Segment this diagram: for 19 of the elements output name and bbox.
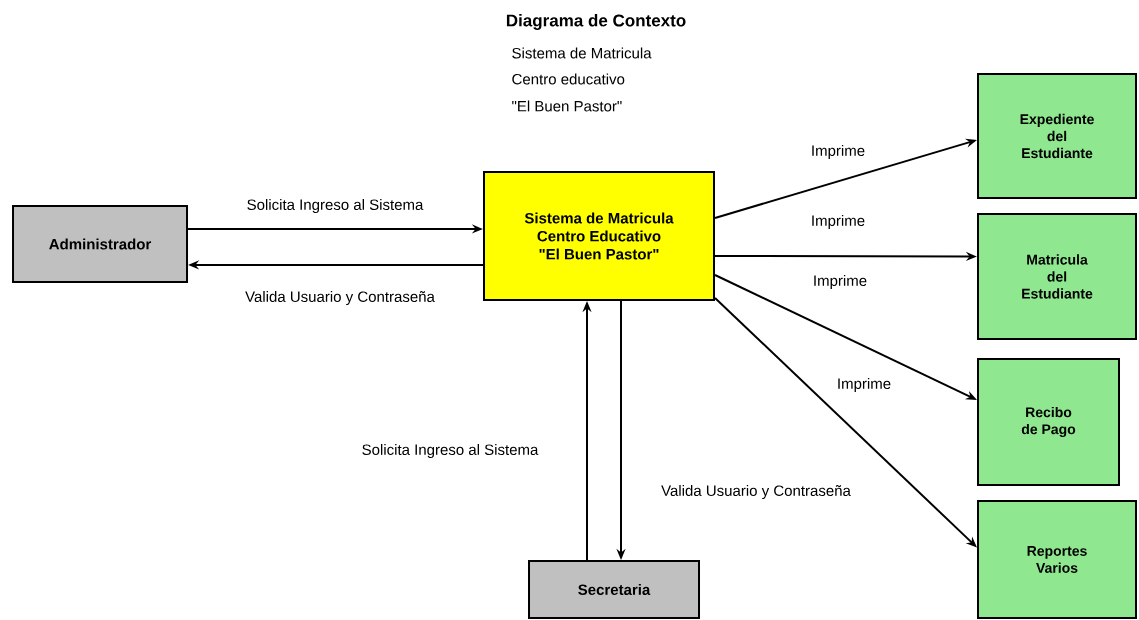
- edge-label: Valida Usuario y Contraseña: [661, 485, 851, 499]
- edge-label: Imprime: [814, 275, 867, 289]
- edge-label: Imprime: [812, 215, 865, 229]
- entity-box: Reportes Varios: [977, 500, 1137, 619]
- entity-box: Matricula del Estudiante: [977, 213, 1137, 340]
- process-box: Sistema de Matricula Centro Educativo "El Buen Pastor": [483, 171, 715, 301]
- entity-box: Secretaria: [528, 560, 700, 619]
- subtitle-text: "El Buen Pastor": [512, 100, 622, 112]
- edge-label: Imprime: [812, 145, 865, 159]
- subtitle-text: Centro educativo: [512, 73, 625, 85]
- title: Diagrama de Contexto: [506, 14, 686, 30]
- entity-box: Recibo de Pago: [977, 358, 1120, 486]
- edge-label: Valida Usuario y Contraseña: [245, 291, 435, 305]
- edge-label: Solicita Ingreso al Sistema: [247, 199, 424, 213]
- subtitle-text: Sistema de Matricula: [512, 47, 652, 59]
- edge-label: Imprime: [838, 378, 891, 392]
- entity-box: Administrador: [12, 205, 188, 283]
- entity-box: Expediente del Estudiante: [977, 73, 1137, 199]
- edge-label: Solicita Ingreso al Sistema: [362, 444, 539, 458]
